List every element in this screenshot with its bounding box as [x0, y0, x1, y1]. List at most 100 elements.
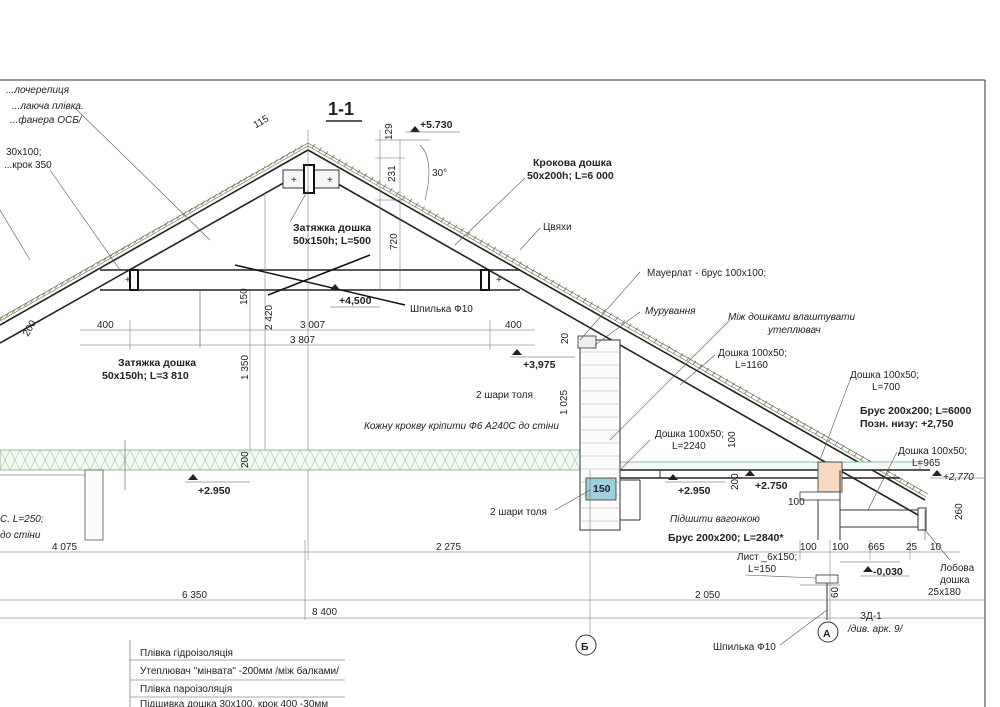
masonry-label: Мурування	[645, 306, 696, 317]
elevation-floor-left: +2.950	[185, 474, 250, 497]
svg-text:200: 200	[240, 451, 251, 468]
tar-label-2: 2 шари толя	[490, 507, 547, 518]
ridge-tie-block: + +	[282, 164, 340, 194]
svg-text:1 350: 1 350	[240, 355, 251, 380]
roof-tiles-left	[0, 145, 303, 321]
board-2240-b: L=2240	[672, 441, 706, 452]
box-150-label: 150	[593, 483, 611, 495]
eave-structure	[799, 461, 927, 540]
roof-layer-1: ...лочерепиця	[6, 85, 70, 96]
zd-label-a: ЗД-1	[860, 611, 882, 622]
bottom-dims	[0, 470, 985, 635]
layer-legend-table: Плівка гідроізоляція Утеплювач "мінвата"…	[129, 640, 345, 707]
mauerlat-label: Мауерлат - брус 100х100;	[647, 267, 766, 279]
svg-text:25: 25	[906, 542, 918, 553]
svg-text:260: 260	[954, 503, 965, 520]
insulate-label-2: утеплювач	[767, 325, 821, 336]
tar-label-1: 2 шари толя	[476, 390, 533, 401]
roof-layer-3: ...фанера ОСБ/	[10, 114, 83, 126]
axis-b: Б	[575, 634, 597, 656]
svg-text:400: 400	[505, 320, 522, 331]
svg-text:6 350: 6 350	[182, 590, 207, 601]
svg-text:4 075: 4 075	[52, 542, 77, 553]
axis-a: А	[817, 621, 839, 643]
fascia-label-c: 25х180	[928, 587, 961, 598]
svg-text:+2.950: +2.950	[198, 485, 231, 497]
sheet-label-b: L=150	[748, 564, 777, 575]
svg-text:8 400: 8 400	[312, 607, 337, 618]
tie-bottom-title: Затяжка дошка	[118, 357, 196, 369]
legend-row-2: Утеплювач "мінвата" -200мм /між балками/	[140, 665, 339, 677]
left-partial-3: C. L=250;	[0, 514, 44, 525]
stud-top-label: Шпилька Ф10	[410, 304, 473, 315]
svg-text:129: 129	[384, 123, 395, 140]
svg-text:2 050: 2 050	[695, 590, 720, 601]
svg-text:+5.730: +5.730	[420, 119, 453, 131]
elevation-tie: +4,500	[330, 284, 380, 308]
section-title: 1-1	[328, 99, 354, 119]
fascia-label-b: дошка	[940, 575, 970, 586]
svg-text:10: 10	[930, 542, 942, 553]
elevation-ground: -0,030	[860, 566, 910, 578]
fascia-label-a: Лобова	[940, 562, 975, 574]
beam-6000-b: Позн. низу: +2,750	[860, 418, 954, 430]
svg-text:+: +	[496, 275, 502, 286]
svg-text:200: 200	[21, 318, 39, 338]
svg-text:+: +	[327, 175, 333, 186]
masonry-wall	[577, 335, 641, 531]
legend-row-4: Підшивка дошка 30х100, крок 400 -30мм	[140, 699, 328, 707]
board-1160-a: Дошка 100х50;	[718, 348, 787, 359]
floor-insulation	[0, 449, 921, 471]
elevation-mauerlat: +3,975	[510, 349, 575, 371]
tie-bottom-spec: 50х150h; L=3 810	[102, 370, 189, 382]
collar-tie: + +	[100, 254, 520, 306]
board-965-b: L=965	[912, 458, 941, 469]
svg-text:100: 100	[727, 431, 738, 448]
svg-text:Б: Б	[581, 641, 589, 653]
elevation-ridge: +5.730	[405, 119, 460, 133]
svg-text:100: 100	[800, 542, 817, 553]
board-965-a: Дошка 100х50;	[898, 446, 967, 457]
svg-text:400: 400	[97, 320, 114, 331]
zd-label-b: /див. арк. 9/	[847, 624, 904, 635]
elevation-eave: +2,770	[930, 470, 985, 483]
board-1160-b: L=1160	[735, 360, 768, 371]
svg-text:231: 231	[387, 165, 398, 182]
svg-text:60: 60	[830, 586, 841, 598]
left-post	[0, 440, 126, 541]
svg-text:20: 20	[560, 332, 571, 344]
tie-dims	[80, 320, 535, 350]
svg-text:3 007: 3 007	[300, 320, 325, 331]
left-partial-4: до стіни	[0, 530, 41, 541]
fasten-note: Кожну крокву кріпити Ф6 А240С до стіни	[364, 421, 559, 432]
svg-text:1 025: 1 025	[559, 390, 570, 415]
svg-text:150: 150	[239, 288, 250, 305]
lower-right-details	[800, 561, 900, 620]
tie-top-spec: 50х150h; L=500	[293, 235, 371, 247]
svg-text:115: 115	[252, 113, 272, 131]
svg-text:+2,770: +2,770	[943, 472, 974, 483]
svg-text:2 275: 2 275	[436, 542, 461, 553]
svg-text:100: 100	[832, 542, 849, 553]
rafter-title: Крокова дошка	[533, 157, 612, 169]
elevation-beam: +2.750	[742, 470, 800, 492]
elevation-floor-right: +2.950	[665, 474, 725, 497]
svg-text:200: 200	[730, 473, 741, 490]
board-700-b: L=700	[872, 382, 901, 393]
lining-label: Підшити вагонкою	[670, 514, 760, 525]
left-partial-2: ...крок 350	[4, 160, 52, 171]
angle-arc	[419, 144, 430, 201]
board-2240-a: Дошка 100х50;	[655, 429, 724, 440]
svg-text:100: 100	[788, 497, 805, 508]
svg-text:А: А	[823, 628, 831, 640]
svg-text:+3,975: +3,975	[523, 359, 556, 371]
svg-text:+4,500: +4,500	[339, 295, 372, 307]
beam-6000-a: Брус 200х200; L=6000	[860, 405, 972, 417]
board-700-a: Дошка 100х50;	[850, 370, 919, 381]
beam-2840-label: Брус 200х200; L=2840*	[668, 532, 784, 544]
nails-label: Цвяхи	[543, 222, 572, 233]
rafter-spec: 50х200h; L=6 000	[527, 170, 614, 182]
svg-text:+: +	[125, 275, 131, 286]
svg-text:2 420: 2 420	[264, 305, 275, 330]
